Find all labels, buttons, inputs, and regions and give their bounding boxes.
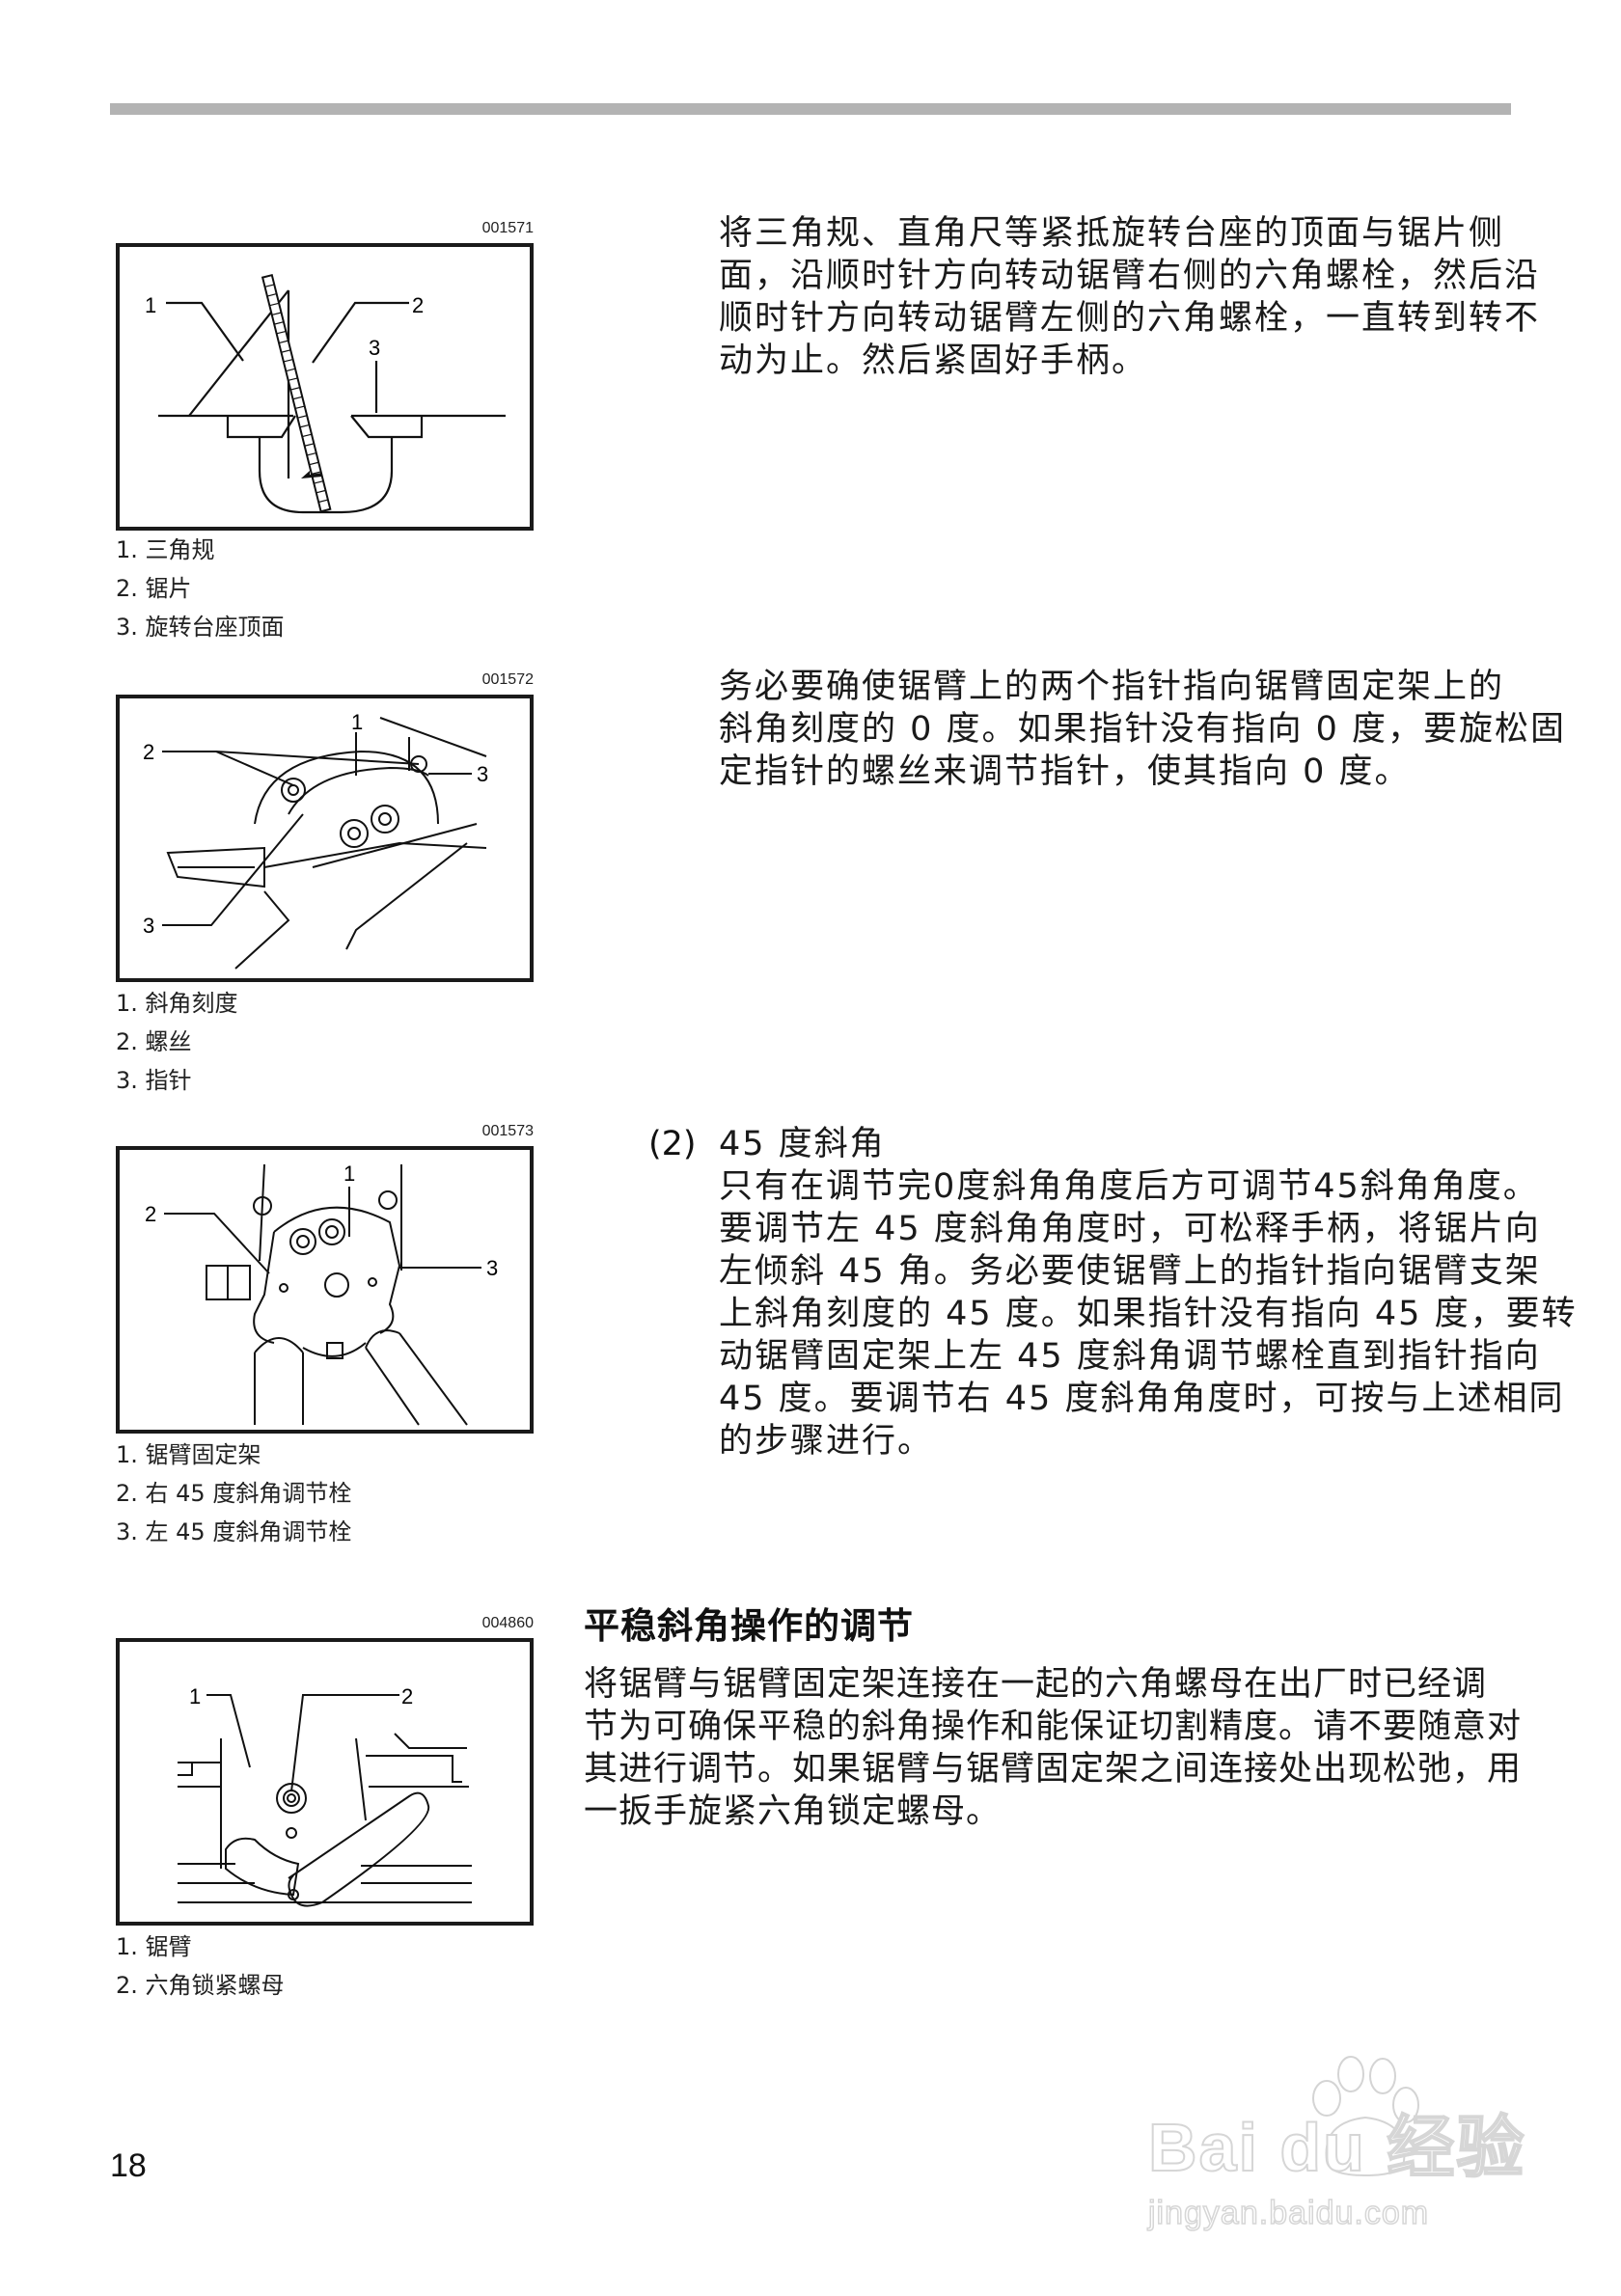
- legend-item: 3. 左 45 度斜角调节栓: [116, 1518, 352, 1545]
- paw-icon: [1312, 2056, 1419, 2177]
- figure-1-legend: 1. 三角规 2. 锯片 3. 旋转台座顶面: [116, 531, 285, 646]
- callout-2: 2: [145, 1202, 156, 1226]
- callout-3: 3: [486, 1256, 498, 1280]
- figure-4-drawing: 1 2: [178, 1684, 472, 1907]
- legend-item: 1. 斜角刻度: [116, 990, 238, 1017]
- section-heading-smooth-bevel: 平稳斜角操作的调节: [584, 1605, 914, 1647]
- legend-item: 1. 三角规: [116, 536, 215, 563]
- paragraph-square-adjustment: 将三角规、直角尺等紧抵旋转台座的顶面与锯片侧 面，沿顺时针方向转动锯臂右侧的六角…: [719, 214, 1541, 380]
- list-item-number: (2): [648, 1125, 697, 1163]
- callout-2: 2: [143, 740, 154, 764]
- figure-4-legend: 1. 锯臂 2. 六角锁紧螺母: [116, 1927, 285, 2005]
- watermark-logo: Bai du 经验: [1147, 2109, 1526, 2186]
- figure-1-drawing: 1 2 3: [145, 273, 506, 514]
- subsection-title: 45 度斜角: [719, 1125, 886, 1163]
- page-number: 18: [110, 2147, 147, 2184]
- figure-2-bevel-scale-diagram: 1 2 3 3: [116, 695, 534, 982]
- figure-3-drawing: 1 2 3: [145, 1162, 498, 1426]
- watermark-url: jingyan.baidu.com: [1147, 2194, 1430, 2232]
- legend-item: 1. 锯臂: [116, 1933, 192, 1960]
- figure-4-code: 004860: [481, 1615, 534, 1631]
- legend-item: 2. 右 45 度斜角调节栓: [116, 1480, 352, 1507]
- paragraph-zero-degree-pointer: 务必要确使锯臂上的两个指针指向锯臂固定架上的 斜角刻度的 0 度。如果指针没有指…: [719, 668, 1567, 791]
- callout-1: 1: [189, 1684, 201, 1708]
- callout-1: 1: [145, 293, 156, 317]
- figure-2-code: 001572: [481, 671, 534, 688]
- callout-3: 3: [369, 336, 380, 360]
- legend-item: 2. 锯片: [116, 575, 192, 602]
- legend-item: 3. 旋转台座顶面: [116, 614, 285, 641]
- legend-item: 2. 六角锁紧螺母: [116, 1972, 285, 1999]
- callout-3-lower: 3: [143, 914, 154, 938]
- callout-2: 2: [401, 1684, 413, 1708]
- baidu-jingyan-watermark: Bai du 经验 jingyan.baidu.com: [1147, 2055, 1573, 2248]
- legend-item: 3. 指针: [116, 1067, 192, 1094]
- figure-2-drawing: 1 2 3 3: [143, 710, 488, 970]
- figure-3-arm-holder-diagram: 1 2 3: [116, 1146, 534, 1434]
- figure-1-code: 001571: [481, 220, 534, 236]
- figure-1-miter-square-diagram: 1 2 3: [116, 243, 534, 531]
- legend-item: 1. 锯臂固定架: [116, 1441, 261, 1468]
- callout-1: 1: [343, 1162, 355, 1186]
- callout-3: 3: [477, 762, 488, 786]
- callout-1: 1: [351, 710, 363, 734]
- figure-2-legend: 1. 斜角刻度 2. 螺丝 3. 指针: [116, 984, 238, 1100]
- section-45-degree-bevel: 45 度斜角 只有在调节完0度斜角角度后方可调节45斜角角度。 要调节左 45 …: [719, 1125, 1578, 1461]
- arrow-left-icon: [301, 471, 322, 478]
- legend-item: 2. 螺丝: [116, 1028, 192, 1055]
- header-rule: [110, 103, 1511, 115]
- figure-3-code: 001573: [481, 1123, 534, 1139]
- figure-3-legend: 1. 锯臂固定架 2. 右 45 度斜角调节栓 3. 左 45 度斜角调节栓: [116, 1435, 351, 1551]
- figure-4-hex-nut-diagram: 1 2: [116, 1638, 534, 1926]
- callout-2: 2: [412, 293, 424, 317]
- paragraph-smooth-bevel: 将锯臂与锯臂固定架连接在一起的六角螺母在出厂时已经调 节为可确保平稳的斜角操作和…: [584, 1665, 1523, 1831]
